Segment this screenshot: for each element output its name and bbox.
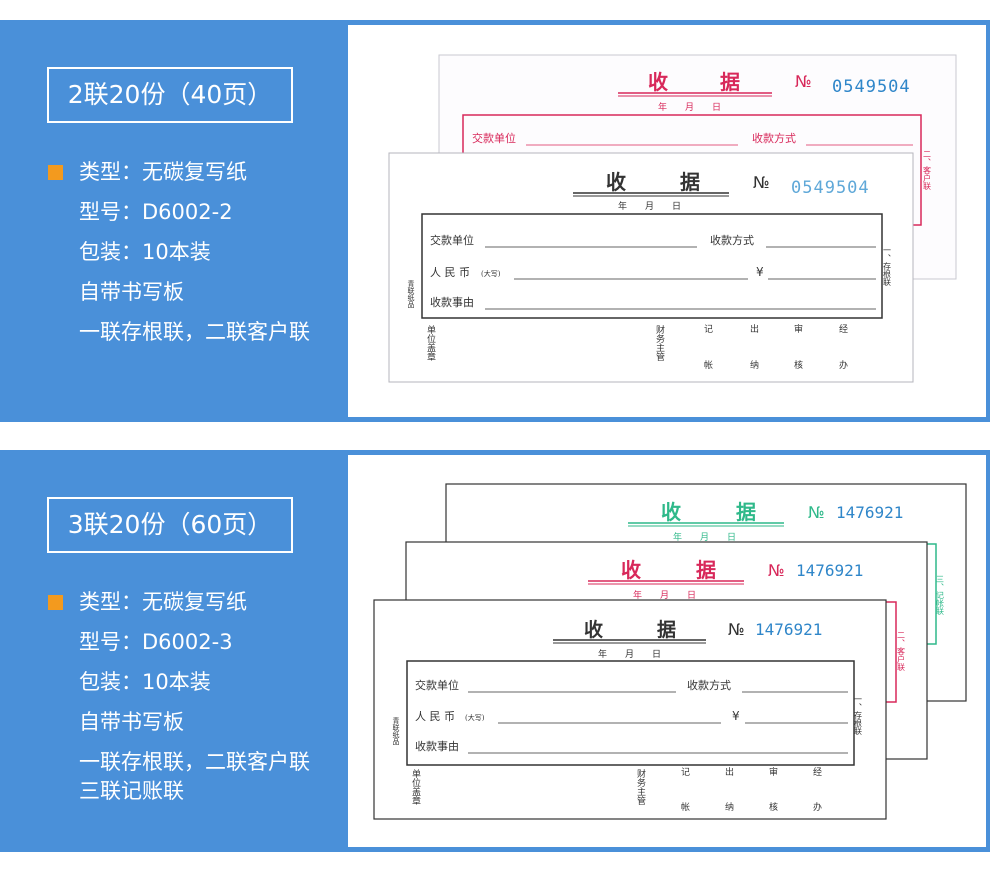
svg-text:收款事由: 收款事由 bbox=[430, 295, 474, 309]
receipt-sheet-stub: 收 据 № 0549504 年 月 日 交款单位 收款方式 人 民 币 (大写)… bbox=[388, 152, 914, 383]
product-panel-2ply: 2联20份（40页） 类型：无碳复写纸 型号：D6002-2 包装：10本装 自… bbox=[0, 20, 990, 422]
spec-list: 类型：无碳复写纸 型号：D6002-2 包装：10本装 自带书写板 一联存根联，… bbox=[48, 152, 310, 352]
svg-text:纳: 纳 bbox=[750, 359, 759, 371]
svg-text:年 月 日: 年 月 日 bbox=[598, 648, 661, 660]
svg-text:据: 据 bbox=[720, 70, 740, 94]
product-panel-3ply: 3联20份（60页） 类型：无碳复写纸 型号：D6002-3 包装：10本装 自… bbox=[0, 450, 990, 852]
svg-text:收: 收 bbox=[606, 170, 626, 194]
svg-text:财务主管: 财务主管 bbox=[635, 768, 646, 805]
svg-text:据: 据 bbox=[696, 558, 716, 582]
product-title: 3联20份（60页） bbox=[47, 497, 293, 553]
svg-text:一、存根联: 一、存根联 bbox=[854, 695, 863, 736]
spec-item: 一联存根联，二联客户联 bbox=[79, 320, 310, 344]
svg-text:核: 核 bbox=[769, 801, 778, 813]
svg-text:人 民 币: 人 民 币 bbox=[430, 266, 470, 279]
receipt-illustration: 收 据 № 0549504 年 月 日 交款单位 收款方式 二、客户联 收 据 bbox=[388, 54, 957, 383]
bullet-icon bbox=[48, 165, 63, 180]
svg-text:人 民 币: 人 民 币 bbox=[415, 710, 455, 723]
svg-text:记: 记 bbox=[704, 324, 713, 335]
svg-text:记: 记 bbox=[681, 767, 690, 778]
svg-text:年 月 日: 年 月 日 bbox=[658, 101, 721, 113]
svg-text:№: № bbox=[753, 173, 770, 192]
svg-text:审: 审 bbox=[769, 766, 778, 778]
svg-text:一、存根联: 一、存根联 bbox=[883, 246, 892, 287]
svg-text:办: 办 bbox=[839, 359, 848, 371]
svg-text:核: 核 bbox=[794, 359, 803, 371]
svg-text:收款方式: 收款方式 bbox=[752, 131, 796, 145]
spec-item: 包装：10本装 bbox=[79, 240, 211, 264]
bullet-icon bbox=[48, 595, 63, 610]
svg-text:青联纸品: 青联纸品 bbox=[407, 279, 415, 309]
svg-text:№: № bbox=[808, 503, 825, 522]
svg-text:收款方式: 收款方式 bbox=[687, 678, 731, 692]
svg-text:№: № bbox=[795, 72, 812, 91]
spec-item: 自带书写板 bbox=[79, 280, 184, 304]
svg-text:二、客户联: 二、客户联 bbox=[923, 150, 932, 191]
svg-text:¥: ¥ bbox=[756, 265, 764, 279]
svg-text:(大写): (大写) bbox=[465, 713, 485, 722]
spec-list: 类型：无碳复写纸 型号：D6002-3 包装：10本装 自带书写板 一联存根联，… bbox=[48, 582, 310, 806]
svg-text:收: 收 bbox=[621, 558, 641, 582]
svg-text:收: 收 bbox=[584, 618, 603, 641]
svg-text:二、客户联: 二、客户联 bbox=[897, 631, 906, 672]
spec-item: 自带书写板 bbox=[79, 710, 184, 734]
svg-text:三、记帐联: 三、记帐联 bbox=[936, 575, 945, 616]
svg-text:0549504: 0549504 bbox=[832, 77, 911, 97]
svg-text:单位盖章: 单位盖章 bbox=[410, 768, 421, 805]
svg-text:青联纸品: 青联纸品 bbox=[392, 716, 400, 746]
svg-text:纳: 纳 bbox=[725, 801, 734, 813]
spec-item: 类型：无碳复写纸 bbox=[48, 582, 310, 622]
svg-text:据: 据 bbox=[680, 170, 700, 194]
svg-text:1476921: 1476921 bbox=[796, 561, 863, 580]
receipt-sheet-stub: 收 据 № 1476921 年 月 日 交款单位 收款方式 人 民 币 (大写)… bbox=[373, 599, 887, 820]
svg-text:出: 出 bbox=[750, 323, 759, 335]
svg-text:0549504: 0549504 bbox=[791, 178, 870, 198]
svg-text:年 月 日: 年 月 日 bbox=[633, 589, 696, 601]
svg-text:交款单位: 交款单位 bbox=[415, 678, 459, 692]
svg-text:1476921: 1476921 bbox=[836, 503, 903, 522]
svg-text:经: 经 bbox=[839, 323, 848, 335]
svg-text:交款单位: 交款单位 bbox=[430, 233, 474, 247]
svg-text:办: 办 bbox=[813, 801, 822, 813]
receipt-illustration: 收 据 № 1476921 年 月 日 三、记帐联 收 据 № 1476921 … bbox=[373, 483, 967, 820]
svg-text:审: 审 bbox=[794, 323, 803, 335]
svg-text:年 月 日: 年 月 日 bbox=[618, 200, 681, 212]
spec-item: 三联记账联 bbox=[79, 779, 184, 803]
svg-text:年 月 日: 年 月 日 bbox=[673, 531, 736, 543]
svg-text:№: № bbox=[728, 620, 745, 639]
svg-text:收: 收 bbox=[648, 70, 668, 94]
spec-item: 一联存根联，二联客户联 bbox=[79, 750, 310, 774]
svg-text:经: 经 bbox=[813, 766, 822, 778]
svg-text:¥: ¥ bbox=[732, 709, 740, 723]
svg-text:帐: 帐 bbox=[704, 359, 713, 371]
svg-text:帐: 帐 bbox=[681, 801, 690, 813]
receipt-image-2ply: 收 据 № 0549504 年 月 日 交款单位 收款方式 二、客户联 收 据 bbox=[348, 25, 986, 417]
svg-text:单位盖章: 单位盖章 bbox=[425, 324, 436, 361]
spec-item: 型号：D6002-3 bbox=[79, 630, 233, 654]
svg-text:据: 据 bbox=[736, 500, 756, 524]
svg-text:财务主管: 财务主管 bbox=[654, 324, 665, 361]
svg-text:收款方式: 收款方式 bbox=[710, 233, 754, 247]
svg-text:(大写): (大写) bbox=[481, 269, 501, 278]
svg-text:收: 收 bbox=[661, 500, 681, 524]
spec-item: 类型：无碳复写纸 bbox=[48, 152, 310, 192]
svg-text:据: 据 bbox=[657, 618, 676, 641]
svg-text:交款单位: 交款单位 bbox=[472, 131, 516, 145]
svg-text:1476921: 1476921 bbox=[755, 620, 822, 639]
spec-item: 型号：D6002-2 bbox=[79, 200, 233, 224]
svg-text:出: 出 bbox=[725, 766, 734, 778]
spec-item: 包装：10本装 bbox=[79, 670, 211, 694]
product-title: 2联20份（40页） bbox=[47, 67, 293, 123]
svg-text:№: № bbox=[768, 561, 785, 580]
svg-text:收款事由: 收款事由 bbox=[415, 739, 459, 753]
receipt-image-3ply: 收 据 № 1476921 年 月 日 三、记帐联 收 据 № 1476921 … bbox=[348, 455, 986, 847]
